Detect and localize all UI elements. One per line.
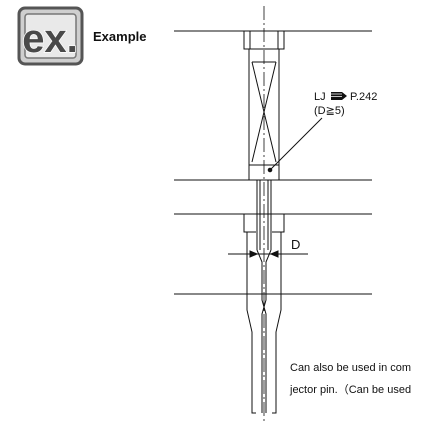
callout-leader (267, 117, 323, 173)
pin-taper (256, 249, 272, 413)
dimension-d (228, 250, 308, 258)
dimension-d-arrow-left (249, 250, 259, 258)
dimension-d-label: D (291, 237, 300, 252)
bushing-outline-right (272, 213, 285, 414)
guide-bushing (243, 213, 285, 414)
example-badge-text: ex. (22, 17, 78, 61)
callout-line1-prefix: LJ (314, 91, 326, 103)
holder-shank (248, 48, 280, 181)
book-icon (331, 92, 347, 100)
dimension-d-arrow-right (269, 250, 279, 258)
bushing-outline-left (243, 213, 256, 414)
example-badge-inner (24, 13, 77, 59)
ejector-pin (256, 180, 272, 413)
note-line2: jector pin.（Can be used (289, 383, 411, 396)
callout-leader-dot (267, 167, 273, 173)
callout-page-ref: P.242 (350, 91, 377, 103)
example-label: Example (93, 29, 146, 44)
callout-leader-line (269, 117, 323, 171)
note-line1: Can also be used in com (290, 362, 411, 374)
callout-line2: (D≧5) (314, 105, 345, 117)
example-badge: ex. (17, 6, 84, 66)
